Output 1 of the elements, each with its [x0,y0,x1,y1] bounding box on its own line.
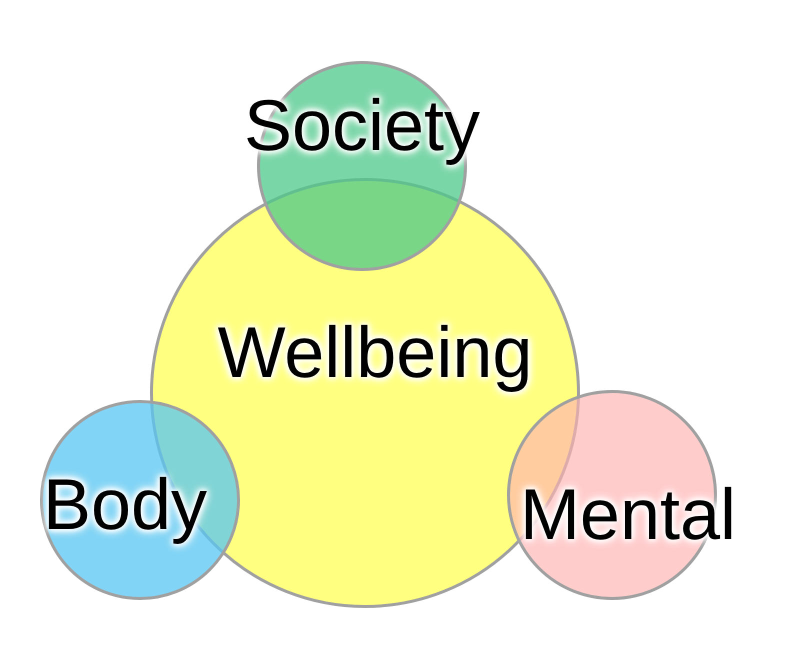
circle-label: Mental [520,479,736,551]
